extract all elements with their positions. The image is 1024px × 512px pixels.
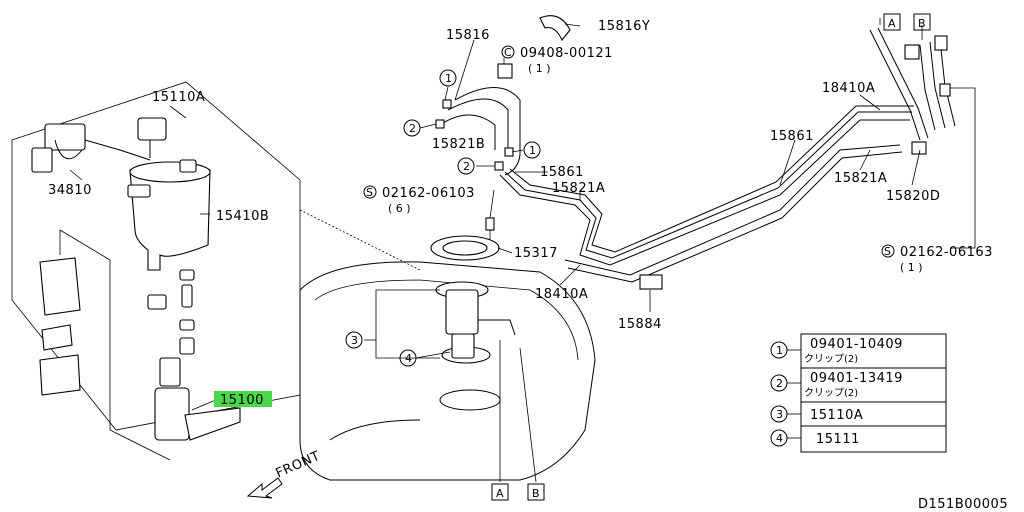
lock-ring-15317 bbox=[430, 235, 500, 261]
label-15861-a: 15861 bbox=[540, 165, 584, 180]
small-fittings bbox=[147, 269, 195, 387]
diagram-code: D151B00005 bbox=[918, 497, 1008, 512]
pump-module-installed bbox=[435, 281, 516, 359]
svg-text:3: 3 bbox=[776, 408, 783, 421]
svg-text:2: 2 bbox=[409, 122, 416, 135]
label-15821a-b: 15821A bbox=[834, 171, 887, 186]
label-15410b: 15410B bbox=[216, 209, 269, 224]
label-15821b: 15821B bbox=[432, 137, 485, 152]
label-15820d: 15820D bbox=[886, 189, 940, 204]
fuel-pump-exploded-view bbox=[11, 81, 301, 461]
prefix-markers: C S S bbox=[363, 45, 895, 258]
svg-text:1: 1 bbox=[529, 144, 536, 157]
legend-row-2-note: クリップ(2) bbox=[804, 387, 858, 399]
fuel-pump-module-15410b bbox=[127, 159, 211, 271]
svg-text:B: B bbox=[532, 487, 540, 500]
legend-row-1-part: 09401-10409 bbox=[810, 337, 903, 352]
label-18410a-b: 18410A bbox=[822, 81, 875, 96]
label-15821a-a: 15821A bbox=[552, 181, 605, 196]
label-09408-qty: ( 1 ) bbox=[528, 62, 551, 75]
label-02162-06103: 02162-06103 bbox=[382, 186, 475, 201]
svg-text:S: S bbox=[366, 186, 373, 199]
svg-text:B: B bbox=[918, 17, 926, 30]
svg-text:4: 4 bbox=[405, 352, 412, 365]
bracket-parts bbox=[39, 230, 81, 396]
svg-text:2: 2 bbox=[776, 377, 783, 390]
label-front: FRONT bbox=[274, 449, 323, 482]
label-15884: 15884 bbox=[618, 317, 662, 332]
legend-table: 1 2 3 4 09401-10409 クリップ(2) 09401-13419 … bbox=[770, 333, 947, 453]
svg-text:A: A bbox=[888, 17, 896, 30]
svg-text:3: 3 bbox=[351, 334, 358, 347]
clip-15884 bbox=[639, 274, 663, 290]
label-09408-00121: 09408-00121 bbox=[520, 46, 613, 61]
legend-row-1-note: クリップ(2) bbox=[804, 353, 858, 365]
legend-row-2-part: 09401-13419 bbox=[810, 371, 903, 386]
fuel-pump-15100 bbox=[154, 387, 241, 441]
connector-34810 bbox=[31, 123, 151, 173]
svg-text:4: 4 bbox=[776, 432, 783, 445]
label-15317: 15317 bbox=[514, 246, 558, 261]
svg-text:C: C bbox=[504, 46, 512, 59]
legend-row-3-part: 15110A bbox=[810, 408, 863, 423]
label-02162-06103-qty: ( 6 ) bbox=[388, 202, 411, 215]
label-15816y: 15816Y bbox=[598, 19, 650, 34]
label-15110a: 15110A bbox=[152, 90, 205, 105]
fuel-lines bbox=[439, 15, 956, 283]
label-02162-06163: 02162-06163 bbox=[900, 245, 993, 260]
float-arm bbox=[137, 117, 167, 158]
label-15100: 15100 bbox=[220, 393, 264, 408]
callout-numbers: 1 2 2 1 3 4 bbox=[345, 69, 541, 367]
svg-text:S: S bbox=[884, 245, 891, 258]
label-34810: 34810 bbox=[48, 183, 92, 198]
label-18410a-a: 18410A bbox=[535, 287, 588, 302]
label-02162-06163-qty: ( 1 ) bbox=[900, 261, 923, 274]
label-15861-b: 15861 bbox=[770, 129, 814, 144]
highlight-15100 bbox=[214, 391, 272, 407]
legend-row-4-part: 15111 bbox=[816, 432, 860, 447]
front-arrow-icon bbox=[246, 477, 283, 499]
label-15816: 15816 bbox=[446, 28, 490, 43]
screw-02162 bbox=[485, 217, 495, 240]
leader-lines bbox=[364, 18, 976, 483]
clips bbox=[435, 35, 951, 290]
svg-text:A: A bbox=[496, 487, 504, 500]
svg-text:1: 1 bbox=[776, 344, 783, 357]
svg-text:2: 2 bbox=[463, 160, 470, 173]
svg-text:1: 1 bbox=[445, 72, 452, 85]
fuel-tank bbox=[299, 209, 596, 481]
connection-markers: A B A B bbox=[491, 13, 931, 501]
